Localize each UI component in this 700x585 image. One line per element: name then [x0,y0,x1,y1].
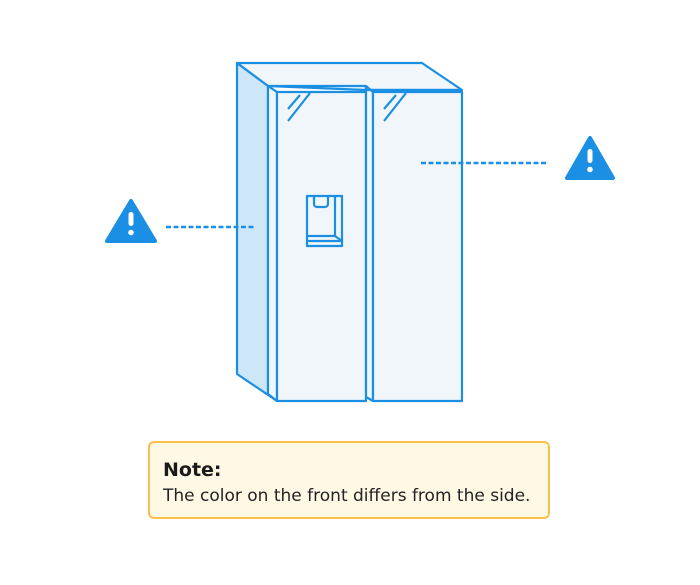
warning-triangle-icon [105,199,157,243]
fridge-front-frame [266,84,279,403]
note-title: Note: [163,459,222,481]
note-box: Note: The color on the front differs fro… [148,441,550,519]
warning-triangle-icon [565,136,615,180]
right-door [371,90,464,403]
water-dispenser [305,194,344,248]
note-text: The color on the front differs from the … [163,486,531,506]
glare-left [287,94,301,110]
glare-right [383,94,397,110]
